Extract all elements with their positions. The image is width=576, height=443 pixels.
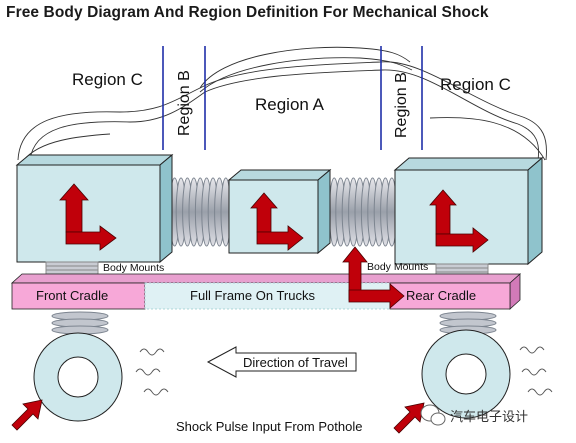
force-arrows-frame [342, 246, 405, 309]
wheel-rear [421, 329, 511, 419]
region-a-label: Region A [255, 95, 324, 114]
region-outline-curves [17, 46, 547, 161]
pothole-arrow-right [393, 402, 425, 434]
force-arrows-middle [250, 192, 304, 251]
box-rear [393, 156, 544, 266]
front-cradle-label: Front Cradle [36, 288, 109, 303]
region-b-left-label: Region B [176, 70, 193, 136]
force-arrows-front [59, 183, 117, 251]
direction-arrow [206, 346, 357, 378]
region-boundaries [162, 46, 423, 150]
pothole-arrow-left [11, 399, 43, 431]
watermark-text: 汽车电子设计 [450, 409, 529, 424]
diagram-title: Free Body Diagram And Region Definition … [6, 4, 489, 21]
full-frame-label: Full Frame On Trucks [190, 288, 315, 303]
rear-cradle-label: Rear Cradle [406, 288, 477, 303]
box-front [15, 153, 174, 264]
frame [10, 273, 522, 310]
region-c-left-label: Region C [72, 70, 143, 89]
pulse-label: Shock Pulse Input From Pothole [176, 419, 363, 434]
wheel-spring-front [51, 311, 109, 335]
wheel-front [33, 332, 123, 422]
spring-right [328, 177, 398, 247]
body-mounts-right-label: Body Mounts [367, 261, 429, 273]
region-c-right-label: Region C [440, 75, 511, 94]
wechat-icon [420, 404, 446, 426]
force-arrows-rear [429, 189, 489, 253]
region-b-right-label: Region B [393, 72, 410, 138]
vibration-lines [135, 346, 553, 396]
direction-label: Direction of Travel [243, 355, 348, 370]
body-mounts-left-label: Body Mounts [103, 262, 165, 274]
